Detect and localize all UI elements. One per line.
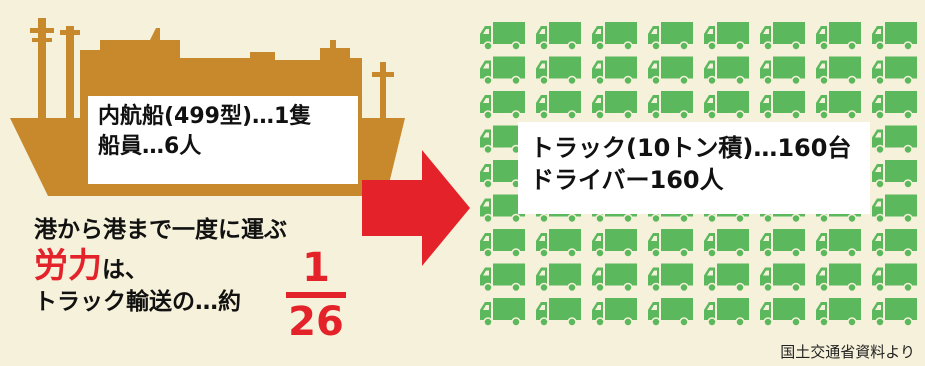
summary-line-3: トラック輸送の…約 [34,289,241,315]
truck-icon [592,263,637,293]
summary-text: 港から港まで一度に運ぶ 労力は、 トラック輸送の…約 [34,212,287,320]
truck-info-box: トラック(10トン積)…160台 ドライバー160人 [518,122,870,214]
truck-icon [872,194,917,224]
truck-icon [872,298,917,327]
summary-line-2: 労力は、 [34,248,287,284]
truck-icon [816,56,861,86]
source-note: 国土交通省資料より [780,343,915,361]
truck-icon [648,56,693,86]
truck-icon [872,125,917,155]
truck-icon [480,263,525,293]
truck-icon [536,22,581,51]
summary-line-1: 港から港まで一度に運ぶ [34,217,287,243]
truck-icon [648,263,693,293]
truck-icon [592,91,637,120]
truck-icon [816,298,861,327]
truck-icon [480,194,525,224]
truck-icon [872,56,917,86]
truck-icon [816,229,861,258]
truck-icon [760,229,805,258]
truck-icon [480,22,525,51]
truck-icon [648,91,693,120]
fraction: 1 26 [286,246,346,344]
truck-icon [592,229,637,258]
fraction-numerator: 1 [302,245,330,291]
truck-icon [760,91,805,120]
truck-icon [704,298,749,327]
truck-icon [816,263,861,293]
truck-icon [704,91,749,120]
truck-icon [536,56,581,86]
truck-icon [648,229,693,258]
right-arrow-icon [362,150,470,266]
labor-highlight: 労力 [34,246,102,286]
truck-icon [760,298,805,327]
truck-icon [480,91,525,120]
truck-icon [872,22,917,51]
truck-icon [648,22,693,51]
truck-line-1: トラック(10トン積)…160台 [530,134,852,162]
truck-icon [536,229,581,258]
summary-line-2-rest: は、 [102,257,148,283]
truck-icon [648,298,693,327]
fraction-bar [286,292,346,298]
truck-icon [704,263,749,293]
truck-icon [872,160,917,189]
truck-icon [480,298,525,327]
truck-icon [872,229,917,258]
truck-icon [592,22,637,51]
truck-icon [592,298,637,327]
truck-icon [872,91,917,120]
truck-icon [536,263,581,293]
ship-info-box: 内航船(499型)…1隻 船員…6人 [88,96,358,184]
ship-line-1: 内航船(499型)…1隻 [98,104,312,129]
truck-icon [760,56,805,86]
truck-icon [872,263,917,293]
fraction-denominator: 26 [288,299,344,345]
truck-icon [816,22,861,51]
truck-icon [704,22,749,51]
ship-line-2: 船員…6人 [98,133,202,159]
truck-icon [816,91,861,120]
truck-icon [760,263,805,293]
truck-icon [704,229,749,258]
truck-icon [536,298,581,327]
truck-icon [480,229,525,258]
truck-icon [480,56,525,86]
truck-icon [536,91,581,120]
truck-icon [704,56,749,86]
truck-icon [592,56,637,86]
truck-line-2: ドライバー160人 [530,166,724,195]
truck-icon [760,22,805,51]
